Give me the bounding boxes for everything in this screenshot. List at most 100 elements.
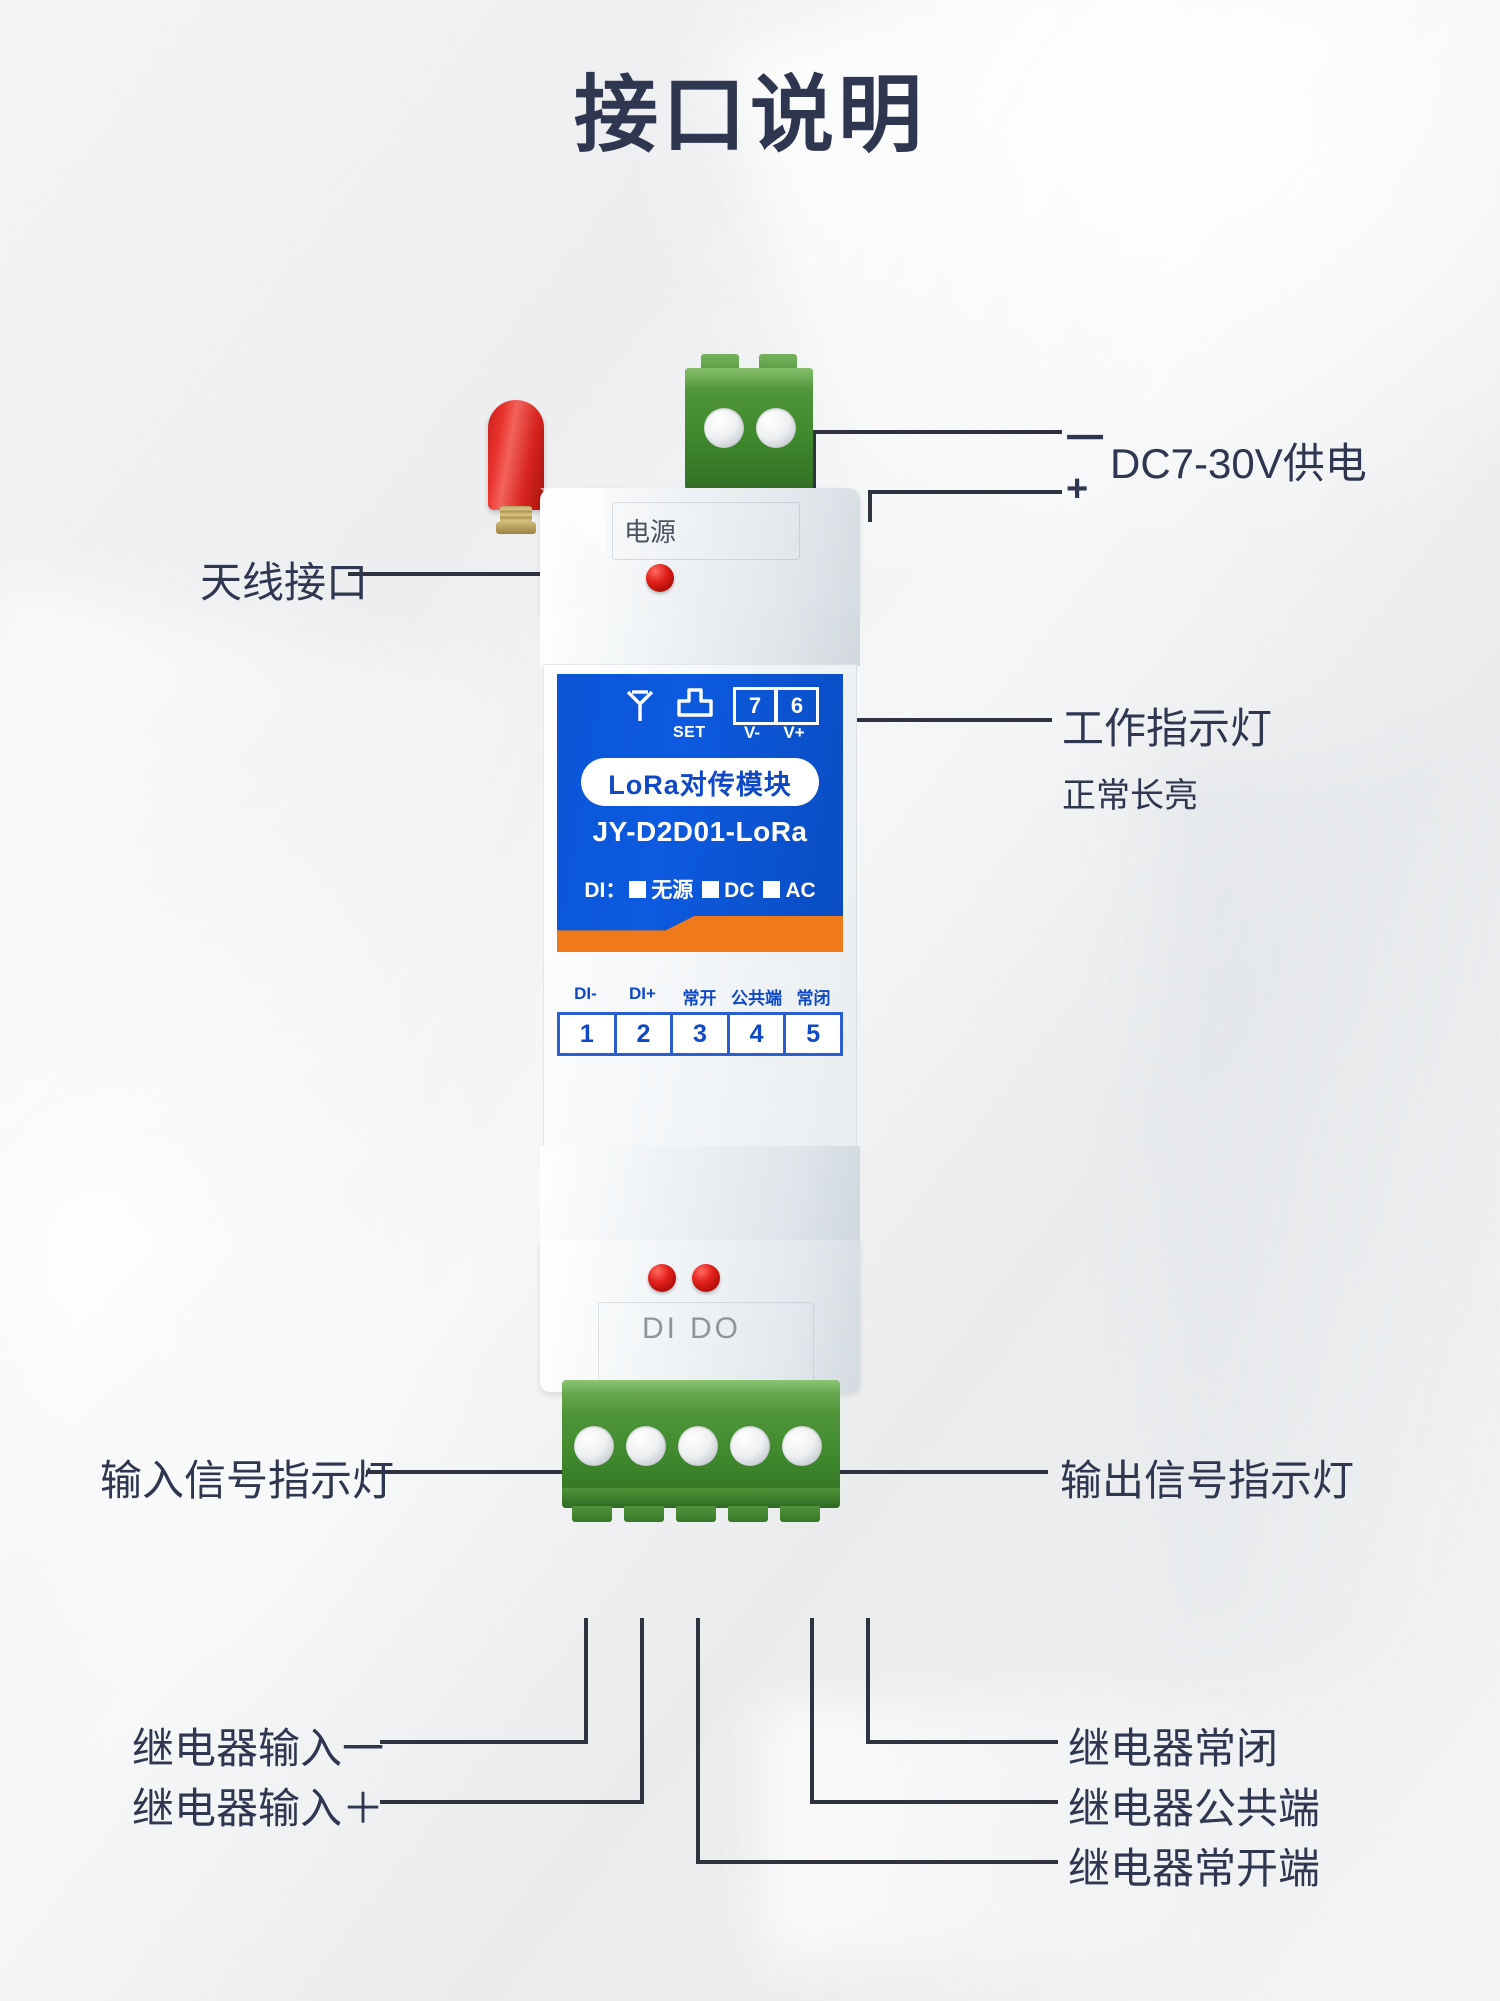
- top-terminal-label-7: V-: [743, 723, 761, 742]
- di-led-label: DI: [642, 1312, 678, 1345]
- background-highlight-2: [0, 577, 509, 1763]
- antenna-icon: [625, 688, 655, 727]
- bottom-terminal-label-2: DI+: [629, 984, 656, 1003]
- antenna-cap: [488, 400, 544, 510]
- top-terminal-box-6: 6: [775, 687, 819, 725]
- power-terminal-block: [685, 354, 813, 502]
- callout-input-led-label: 输入信号指示灯: [100, 1457, 395, 1504]
- terminal-tab-left: [701, 354, 739, 370]
- di-option-passive: 无源: [651, 879, 694, 902]
- leader-power-plus-horizontal: [868, 490, 1062, 494]
- terminal-top-edge: [685, 368, 813, 386]
- power-screw-plus: [756, 408, 796, 448]
- do-led-label: DO: [690, 1312, 741, 1345]
- device-illustration: 电源 SET 7: [488, 354, 860, 1522]
- housing-bevel: [540, 488, 606, 554]
- do-signal-led: [692, 1264, 720, 1292]
- bottom-terminal-numbers: 1 2 3 4 5: [557, 1012, 843, 1056]
- top-terminal-num-7: 7: [748, 693, 762, 718]
- power-plus-sign: +: [1066, 468, 1089, 510]
- leader-relay-nc-vertical: [866, 1618, 870, 1744]
- relay-terminal-block: [562, 1380, 840, 1522]
- leader-relay-in-minus-vertical: [584, 1618, 588, 1744]
- top-terminal-label-6: V+: [783, 723, 805, 742]
- top-terminal-num-6: 6: [790, 693, 804, 718]
- di-signal-led: [648, 1264, 676, 1292]
- leader-relay-in-plus-vertical: [640, 1618, 644, 1804]
- relay-tab-1: [572, 1506, 612, 1522]
- bottom-terminal-num-2: 2: [613, 1012, 671, 1056]
- leader-output-led: [748, 1470, 1048, 1474]
- leader-relay-com-horizontal: [810, 1800, 1058, 1804]
- leader-relay-in-plus-horizontal: [380, 1800, 644, 1804]
- housing-lower: [540, 1146, 860, 1242]
- leader-relay-no-vertical: [696, 1618, 700, 1864]
- power-led: [646, 564, 674, 592]
- bottom-terminal-label-3: 常开: [682, 989, 717, 1008]
- bottom-terminal-label-4: 公共端: [731, 989, 782, 1008]
- product-name-text: LoRa对传模块: [608, 769, 792, 800]
- callout-antenna-label: 天线接口: [200, 559, 369, 606]
- bottom-terminal-num-4: 4: [726, 1012, 784, 1056]
- bottom-terminal-labels: DI- DI+ 常开 公共端 常闭: [557, 984, 843, 1010]
- di-prefix: DI：: [584, 879, 627, 902]
- callout-relay-com-label: 继电器公共端: [1068, 1785, 1321, 1832]
- relay-screw-2: [626, 1426, 666, 1466]
- housing-recess: [612, 502, 800, 560]
- relay-tab-2: [624, 1506, 664, 1522]
- set-button-icon: [677, 688, 713, 723]
- bottom-terminal-legend: DI- DI+ 常开 公共端 常闭 1 2 3 4 5: [557, 984, 843, 1056]
- page-title: 接口说明: [573, 68, 926, 162]
- label-icon-row: SET 7 V- 6 V+: [557, 684, 843, 746]
- leader-work-led: [700, 718, 1052, 722]
- leader-antenna: [348, 572, 616, 576]
- power-screw-minus: [704, 408, 744, 448]
- di-checkbox-dc[interactable]: [702, 881, 720, 898]
- callout-relay-no-label: 继电器常开端: [1068, 1845, 1321, 1892]
- relay-screw-5: [782, 1426, 822, 1466]
- power-minus-sign: 一: [1066, 419, 1105, 461]
- housing-led-section: DI DO: [540, 1240, 860, 1392]
- callout-work-led-sub: 正常长亮: [1062, 777, 1198, 815]
- callout-output-led-label: 输出信号指示灯: [1060, 1457, 1355, 1504]
- relay-screw-1: [574, 1426, 614, 1466]
- set-label: SET: [673, 724, 706, 741]
- background-shadow-1: [1160, 760, 1500, 1660]
- leader-relay-no-horizontal: [696, 1860, 1058, 1864]
- product-model-text: JY-D2D01-LoRa: [592, 816, 808, 847]
- callout-relay-nc-label: 继电器常闭: [1068, 1725, 1279, 1772]
- orange-stripe: [557, 916, 843, 952]
- antenna-base: [496, 522, 536, 534]
- leader-relay-nc-horizontal: [866, 1740, 1058, 1744]
- housing-mid: [540, 614, 860, 666]
- leader-relay-com-vertical: [810, 1618, 814, 1804]
- leader-input-led: [366, 1470, 644, 1474]
- relay-screw-3: [678, 1426, 718, 1466]
- callout-power-label: DC7-30V供电: [1110, 440, 1367, 487]
- product-name-badge: LoRa对传模块: [581, 758, 819, 806]
- housing-label-panel: SET 7 V- 6 V+ LoRa对传模块 JY-D2D01-LoRa DI：…: [543, 664, 857, 1148]
- product-label-blue: SET 7 V- 6 V+ LoRa对传模块 JY-D2D01-LoRa DI：…: [557, 674, 843, 952]
- bottom-terminal-num-1: 1: [557, 1012, 614, 1056]
- terminal-tab-right: [759, 354, 797, 370]
- callout-work-led-label: 工作指示灯: [1062, 705, 1273, 752]
- relay-tab-3: [676, 1506, 716, 1522]
- relay-tab-5: [780, 1506, 820, 1522]
- di-option-dc: DC: [724, 879, 755, 902]
- bottom-terminal-label-1: DI-: [574, 984, 597, 1003]
- di-type-row: DI： 无源 DC AC: [557, 874, 843, 904]
- leader-power-minus-horizontal: [812, 430, 1062, 434]
- callout-relay-in-plus-label: 继电器输入＋: [132, 1785, 385, 1832]
- di-option-ac: AC: [785, 879, 816, 902]
- relay-screw-4: [730, 1426, 770, 1466]
- di-checkbox-ac[interactable]: [763, 881, 781, 898]
- relay-terminal-top-edge: [562, 1380, 840, 1396]
- di-checkbox-passive[interactable]: [629, 881, 647, 898]
- leader-power-minus-vertical: [812, 430, 816, 500]
- callout-relay-in-minus-label: 继电器输入一: [132, 1725, 385, 1772]
- bottom-terminal-label-5: 常闭: [796, 989, 831, 1008]
- bottom-terminal-num-5: 5: [783, 1012, 843, 1056]
- relay-tab-4: [728, 1506, 768, 1522]
- housing-top: 电源: [540, 488, 860, 616]
- leader-power-plus-vertical: [868, 490, 872, 522]
